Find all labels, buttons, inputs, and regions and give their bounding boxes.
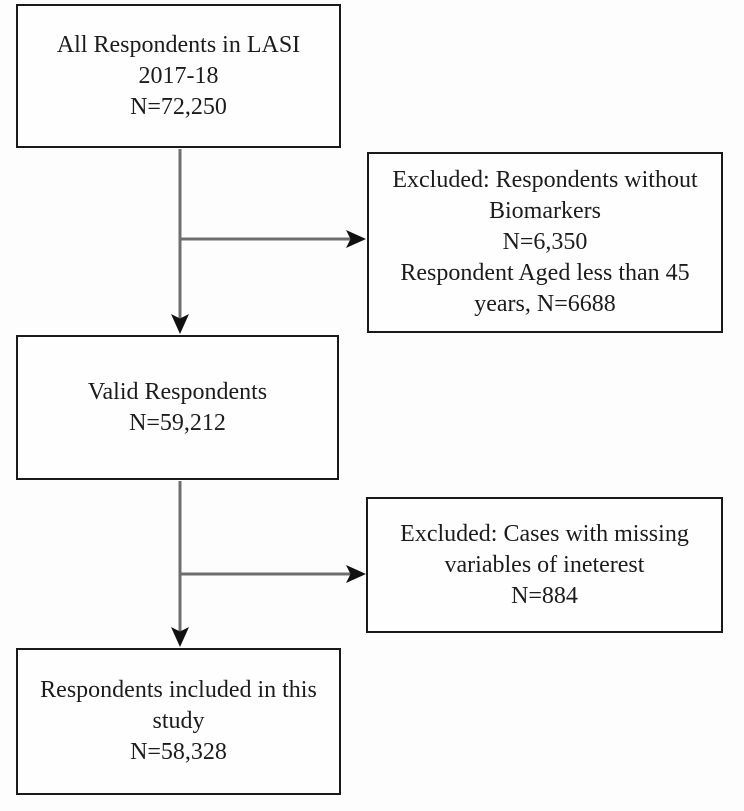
box-valid-respondents-line: Valid Respondents: [87, 378, 268, 405]
box-excluded-biomarkers-line: Respondent Aged less than 45: [400, 260, 690, 286]
box-excluded-biomarkers-line: Excluded: Respondents without: [392, 167, 698, 193]
box-valid-respondents-line: N=59,212: [129, 409, 226, 436]
box-excluded-biomarkers-line: years, N=6688: [474, 291, 616, 317]
box-respondents-included: Respondents included in this study N=58,…: [16, 648, 341, 795]
box-excluded-missing-variables: Excluded: Cases with missing variables o…: [366, 497, 723, 633]
arrowhead-right-excluded1-icon: [346, 230, 366, 248]
box-excluded-biomarkers-line: Biomarkers: [489, 198, 601, 224]
box-respondents-included-line: study: [152, 708, 205, 734]
arrowhead-right-excluded2-icon: [346, 565, 366, 583]
box-excluded-missing-variables-line: Excluded: Cases with missing: [400, 520, 689, 547]
box-all-respondents-line: N=72,250: [130, 93, 227, 120]
box-respondents-included-line: N=58,328: [130, 739, 227, 765]
arrowhead-down-valid-icon: [171, 314, 189, 334]
box-excluded-missing-variables-line: variables of ineterest: [444, 551, 645, 578]
box-valid-respondents: Valid Respondents N=59,212: [16, 335, 339, 480]
box-all-respondents: All Respondents in LASI 2017-18 N=72,250: [16, 4, 341, 148]
box-all-respondents-line: All Respondents in LASI: [56, 31, 301, 58]
arrowhead-down-included-icon: [171, 627, 189, 647]
box-all-respondents-line: 2017-18: [138, 62, 219, 89]
box-respondents-included-line: Respondents included in this: [40, 677, 317, 703]
box-excluded-missing-variables-line: N=884: [511, 582, 578, 609]
box-excluded-biomarkers: Excluded: Respondents without Biomarkers…: [367, 152, 723, 333]
box-excluded-biomarkers-line: N=6,350: [502, 229, 588, 255]
